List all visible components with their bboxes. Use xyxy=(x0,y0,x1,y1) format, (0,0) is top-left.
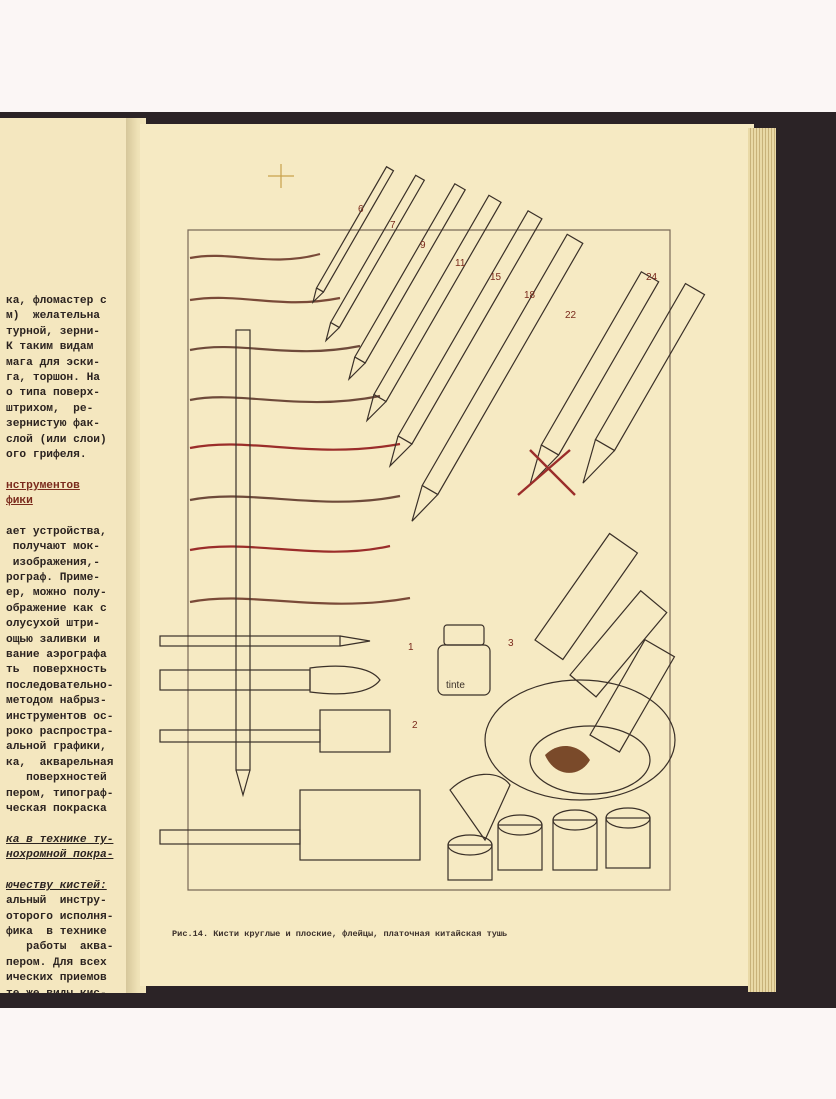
vertical-brush xyxy=(235,329,251,798)
left-page-line: ощью заливки и xyxy=(6,633,100,646)
left-page-line: последовательно- xyxy=(6,679,114,692)
left-page-line: оторого исполня- xyxy=(6,910,114,923)
left-page-text: ка, фломастер с м) желательна турной, зерн… xyxy=(6,294,128,993)
left-page-line: ка в технике ту- xyxy=(6,833,114,846)
left-page-line: турной, зерни- xyxy=(6,325,100,338)
brush-number-24: 24 xyxy=(646,272,658,283)
left-page-line: методом набрыз- xyxy=(6,695,107,708)
ink-jar: tinte xyxy=(437,624,491,696)
left-page-line: ючеству кистей: xyxy=(6,879,107,892)
left-page-line: получают мок- xyxy=(6,541,100,554)
left-page-line: ает устройства, xyxy=(6,525,107,538)
red-cross-mark xyxy=(517,449,576,496)
left-page-line: пером. Для всех xyxy=(6,956,107,969)
left-page-line: рограф. Приме- xyxy=(6,572,100,585)
left-page-line: м) желательна xyxy=(6,310,100,323)
left-page-line: ого грифеля. xyxy=(6,448,87,461)
left-page-line xyxy=(6,463,128,478)
brush-numbers: 6 7 9 11 15 18 22 24 xyxy=(358,204,658,321)
brush-number-7: 7 xyxy=(390,220,396,231)
brush-number-18: 18 xyxy=(524,290,536,301)
ink-sticks-and-palette xyxy=(447,532,676,881)
brush-number-6: 6 xyxy=(358,204,364,215)
left-page-line xyxy=(6,509,128,524)
left-page-line: поверхностей xyxy=(6,772,107,785)
left-page-line: нохромной покра- xyxy=(6,849,114,862)
left-page-line: фики xyxy=(6,495,33,508)
left-page-line: работы аква- xyxy=(6,941,114,954)
left-page-line: К таким видам xyxy=(6,341,94,354)
left-page-line: ер, можно полу- xyxy=(6,587,107,600)
group-label-2: 2 xyxy=(412,720,418,731)
brush-number-15: 15 xyxy=(490,272,502,283)
wavy-strokes xyxy=(189,252,411,605)
figure-frame xyxy=(187,229,671,891)
registration-cross xyxy=(268,164,294,188)
left-page-line: нструментов xyxy=(6,479,80,492)
left-page-line: ть поверхность xyxy=(6,664,107,677)
ink-jar-label: tinte xyxy=(446,680,465,691)
flat-brushes xyxy=(159,635,421,861)
left-page-line: изображения,- xyxy=(6,556,100,569)
left-page-line: ка, фломастер с xyxy=(6,295,107,307)
left-page-line: ка, акварельная xyxy=(6,756,114,769)
left-page-line: слой (или слои) xyxy=(6,433,107,446)
brushes-illustration: 6 7 9 11 15 18 22 24 1 2 3 tinte xyxy=(159,164,706,891)
left-page-line: инструментов ос- xyxy=(6,710,114,723)
brush-number-11: 11 xyxy=(455,258,466,269)
left-page-line: олусухой штри- xyxy=(6,618,100,631)
left-page-line: га, торшон. На xyxy=(6,371,100,384)
group-label-1: 1 xyxy=(408,642,414,653)
left-page-line: вание аэрографа xyxy=(6,648,107,661)
left-page-line: ображение как с xyxy=(6,602,107,615)
left-page-line: ических приемов xyxy=(6,972,107,985)
left-page-line: мага для эски- xyxy=(6,356,100,369)
left-page-line: роко распростра- xyxy=(6,725,114,738)
group-labels: 1 2 3 xyxy=(408,638,514,731)
left-page-line: зернистую фак- xyxy=(6,418,100,431)
brush-number-9: 9 xyxy=(420,240,426,251)
brush-number-22: 22 xyxy=(565,310,577,321)
round-brushes xyxy=(311,165,706,522)
left-page-line: альной графики, xyxy=(6,741,107,754)
left-page-line: штрихом, ре- xyxy=(6,402,94,415)
left-page-line: те же виды кис- xyxy=(6,987,128,993)
figure-caption: Рис.14. Кисти круглые и плоские, флейцы,… xyxy=(172,929,508,939)
left-page-line: ческая покраска xyxy=(6,802,107,815)
left-page-line: о типа поверх- xyxy=(6,387,100,400)
left-page-line: фика в технике xyxy=(6,926,107,939)
left-page-line: пером, типограф- xyxy=(6,787,114,800)
group-label-3: 3 xyxy=(508,638,514,649)
left-page-line: альный инстру- xyxy=(6,895,107,908)
left-page-line xyxy=(6,863,128,878)
left-page-line xyxy=(6,817,128,832)
left-page: ка, фломастер с м) желательна турной, зерн… xyxy=(0,118,130,993)
page-edges xyxy=(748,128,776,992)
